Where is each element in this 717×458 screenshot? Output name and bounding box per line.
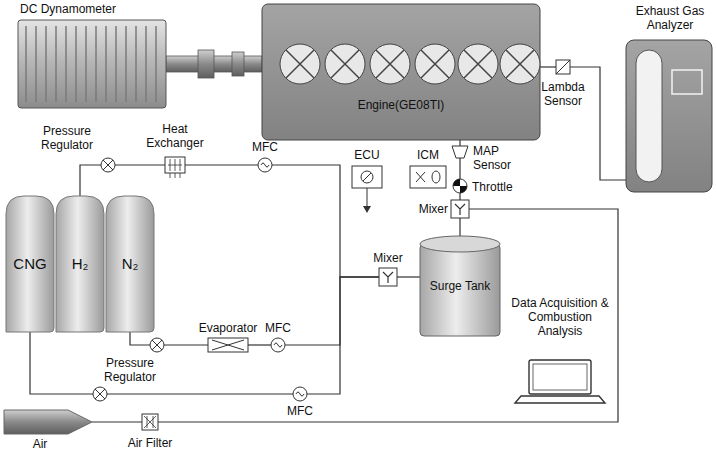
regulator-symbol: Pressure Regulator xyxy=(93,387,107,401)
pipe-line xyxy=(158,209,618,422)
engine-block-outline xyxy=(262,4,540,140)
laptop-icon: Data Acquisition & Combustion Analysis xyxy=(515,360,605,404)
node-label: Air xyxy=(20,437,60,451)
throttle-valve-outline xyxy=(453,179,467,193)
node-label: Throttle xyxy=(472,180,532,194)
pipe-line xyxy=(92,421,142,422)
mixer-symbol: Mixer xyxy=(451,200,469,218)
pipe-line xyxy=(459,158,460,179)
flow-controller: MFC xyxy=(293,387,307,401)
gas-cylinder: H₂ xyxy=(56,196,104,332)
node-label: MFC xyxy=(240,140,290,154)
gas-analyzer: Exhaust Gas Analyzer xyxy=(626,40,712,192)
air-arrow-outline xyxy=(4,410,92,434)
gas-analyzer-outline xyxy=(626,40,712,192)
throttle-valve: Throttle xyxy=(453,179,467,193)
pipe-line xyxy=(540,66,556,67)
flow-controller-outline xyxy=(271,338,285,352)
flow-controller: MFC xyxy=(271,338,285,352)
dynamometer-box-outline xyxy=(18,20,166,108)
gas-cylinder: N₂ xyxy=(106,196,154,332)
heat-exchanger: Heat Exchanger xyxy=(165,157,185,173)
node-label: Pressure Regulator xyxy=(34,124,100,152)
node-label: Heat Exchanger xyxy=(143,122,207,150)
regulator-symbol-outline xyxy=(101,158,115,172)
regulator-symbol xyxy=(150,338,164,352)
node-label: Mixer xyxy=(402,202,448,216)
heat-exchanger-outline xyxy=(165,157,185,173)
pipe-line xyxy=(285,277,379,345)
pressure-sensor: MAP Sensor xyxy=(452,146,468,158)
node-label: ICM xyxy=(403,148,453,162)
pipe-line xyxy=(397,276,420,277)
node-label: Air Filter xyxy=(120,436,180,450)
ecu-box: ECU xyxy=(352,166,382,188)
regulator-symbol: Pressure Regulator xyxy=(101,158,115,172)
node-label: Pressure Regulator xyxy=(95,356,165,384)
laptop-icon-outline xyxy=(515,360,605,404)
icm-box: ICM xyxy=(410,166,446,188)
mixer-symbol-outline xyxy=(379,268,397,286)
mixer-symbol: Mixer xyxy=(379,268,397,286)
node-label: MFC xyxy=(280,404,320,418)
pipe-line xyxy=(130,332,208,345)
node-label: Evaporator xyxy=(196,321,260,335)
evaporator-outline xyxy=(208,338,248,352)
signal-arrow xyxy=(363,188,371,213)
node-label: Mixer xyxy=(366,251,410,265)
regulator-symbol-outline xyxy=(93,387,107,401)
pipe-line xyxy=(459,218,460,236)
evaporator: Evaporator xyxy=(208,338,248,352)
pipe-line xyxy=(307,277,379,394)
pipe-line xyxy=(115,164,165,165)
air-arrow: Air xyxy=(4,410,92,434)
node-label: Data Acquisition & Combustion Analysis xyxy=(510,296,610,338)
node-label: Surge Tank xyxy=(429,279,491,293)
node-label: H₂ xyxy=(72,255,89,273)
pipe-line xyxy=(459,193,460,200)
drive-shaft xyxy=(166,50,262,78)
pipe-line xyxy=(248,344,271,345)
pressure-sensor-outline xyxy=(452,146,468,158)
node-label: Engine(GE08TI) xyxy=(262,98,540,112)
lambda-sensor: Lambda Sensor xyxy=(556,60,570,74)
icm-box-outline xyxy=(410,166,446,188)
engine-block: Engine(GE08TI) xyxy=(262,4,540,140)
node-label: MAP Sensor xyxy=(473,144,521,172)
lambda-sensor-outline xyxy=(556,60,570,74)
node-label: CNG xyxy=(13,255,46,273)
node-label: ECU xyxy=(342,148,392,162)
surge-tank: Surge Tank xyxy=(420,236,500,336)
dynamometer-box: DC Dynamometer xyxy=(18,20,166,108)
pipe-line xyxy=(30,332,93,394)
pipe-line xyxy=(272,165,379,277)
node-label: Exhaust Gas Analyzer xyxy=(630,4,710,32)
mixer-symbol-outline xyxy=(451,200,469,218)
pipe-line xyxy=(80,165,101,196)
flow-controller: MFC xyxy=(258,158,272,172)
node-label: Lambda Sensor xyxy=(533,80,593,108)
gas-cylinder: CNG xyxy=(6,196,54,332)
ecu-box-outline xyxy=(352,166,382,188)
node-label: MFC xyxy=(262,321,294,335)
pipe-line xyxy=(185,164,258,165)
pipe-line xyxy=(107,393,293,394)
air-filter-outline xyxy=(142,414,158,430)
air-filter: Air Filter xyxy=(142,414,158,430)
node-label: N₂ xyxy=(122,255,139,273)
pipe-line xyxy=(459,140,460,146)
node-label: DC Dynamometer xyxy=(20,2,160,16)
flow-controller-outline xyxy=(258,158,272,172)
flow-controller-outline xyxy=(293,387,307,401)
